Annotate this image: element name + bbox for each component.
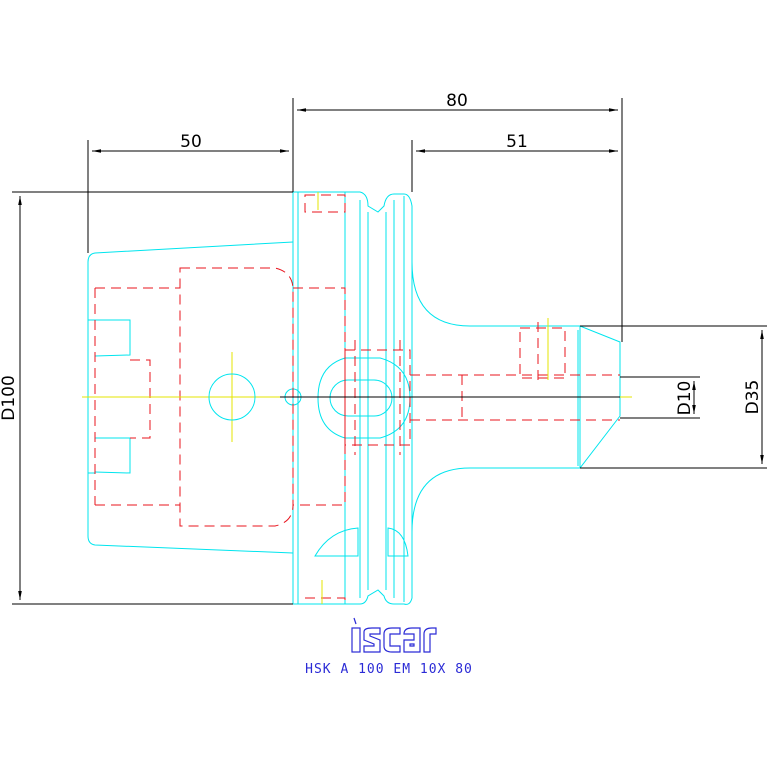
shank-cross-hole [208, 373, 256, 421]
dim-label-d100: D100 [0, 375, 19, 421]
flange-outline [292, 191, 413, 605]
dim-label-50: 50 [180, 132, 202, 152]
drive-slot-lower [94, 437, 131, 474]
dim-label-d10: D10 [675, 381, 695, 416]
screw-hidden [344, 349, 411, 446]
set-screw-hidden [519, 327, 566, 379]
bore-hidden [410, 374, 620, 421]
hsk-shank-outline [87, 241, 294, 554]
drive-slot-upper [94, 319, 131, 357]
screw-pocket [317, 357, 411, 439]
body-outline [411, 261, 621, 533]
dim-label-80: 80 [446, 91, 468, 111]
iscar-logo [351, 617, 437, 653]
dimension-lines [12, 98, 767, 605]
dim-label-51: 51 [506, 132, 528, 152]
part-designation: HSK A 100 EM 10X 80 [305, 662, 473, 677]
part-outline [87, 191, 621, 605]
center-lines [82, 192, 632, 604]
dim-label-d35: D35 [743, 380, 763, 415]
